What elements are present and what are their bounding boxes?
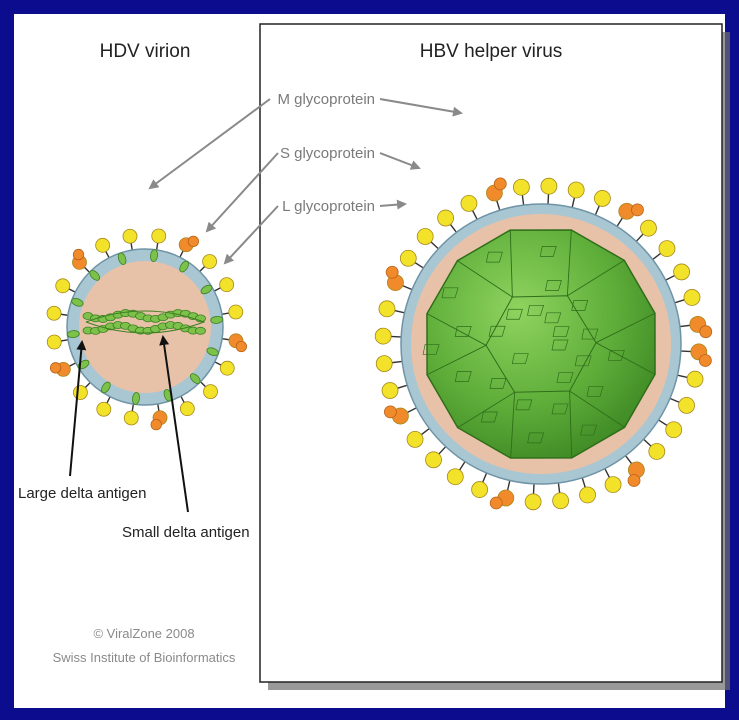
hdv-title: HDV virion	[100, 41, 191, 62]
large-delta-antigen-label: Large delta antigen	[18, 485, 146, 502]
m-glycoprotein-label: M glycoprotein	[277, 91, 375, 108]
l-glycoprotein-label: L glycoprotein	[282, 198, 375, 215]
small-delta-antigen-label: Small delta antigen	[122, 524, 250, 541]
s-glycoprotein-label: S glycoprotein	[280, 145, 375, 162]
credit-line-1: © ViralZone 2008	[93, 626, 194, 641]
capsid-body	[427, 230, 655, 458]
hbv-capsid	[423, 230, 655, 458]
hbv-title: HBV helper virus	[420, 41, 563, 62]
credit-line-2: Swiss Institute of Bioinformatics	[53, 650, 236, 665]
delta-antigen	[196, 327, 206, 334]
